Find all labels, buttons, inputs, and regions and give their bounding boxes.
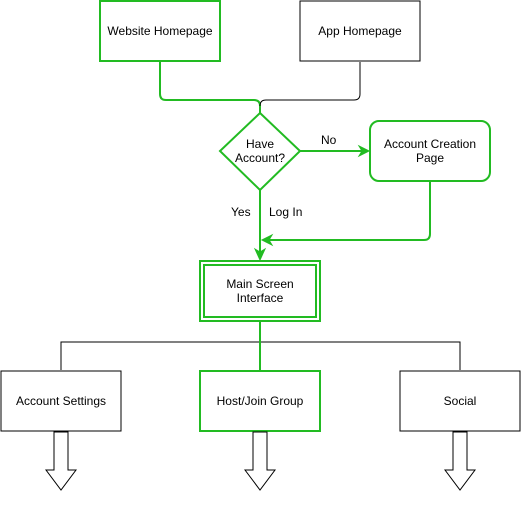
main-screen-label-line1: Main Screen — [226, 277, 293, 291]
account-creation-label-line1: Account Creation — [384, 137, 476, 151]
node-website-homepage: Website Homepage — [99, 0, 221, 62]
decision-label-line1: Have — [246, 137, 274, 151]
arrowhead-creation-to-main — [260, 233, 274, 247]
node-have-account-decision: Have Account? — [218, 111, 302, 192]
arrowhead-no — [357, 144, 371, 158]
host-join-group-label: Host/Join Group — [217, 394, 304, 408]
node-main-screen-interface: Main Screen Interface — [199, 260, 321, 322]
connector-creation-to-main — [269, 181, 431, 241]
edge-label-yes: Yes — [231, 205, 251, 219]
edge-label-no: No — [321, 133, 337, 147]
down-arrow-host-join-group — [244, 431, 276, 491]
account-creation-label-line2: Page — [416, 151, 444, 165]
node-account-settings: Account Settings — [0, 370, 122, 432]
arrowhead-yes — [253, 247, 267, 262]
connector-app-to-decision — [259, 62, 361, 107]
node-host-join-group: Host/Join Group — [199, 370, 321, 432]
down-arrow-social — [444, 431, 476, 491]
website-homepage-label: Website Homepage — [107, 24, 212, 38]
down-arrow-account-settings — [45, 431, 77, 491]
connector-website-to-decision — [159, 62, 261, 113]
account-settings-label: Account Settings — [16, 394, 106, 408]
decision-label-line2: Account? — [235, 151, 285, 165]
app-homepage-label: App Homepage — [318, 24, 402, 38]
node-social: Social — [399, 370, 521, 432]
node-account-creation-page: Account Creation Page — [369, 120, 491, 182]
edge-label-log-in: Log In — [269, 205, 302, 219]
social-label: Social — [444, 394, 477, 408]
node-app-homepage: App Homepage — [299, 0, 421, 62]
main-screen-label-line2: Interface — [237, 291, 284, 305]
